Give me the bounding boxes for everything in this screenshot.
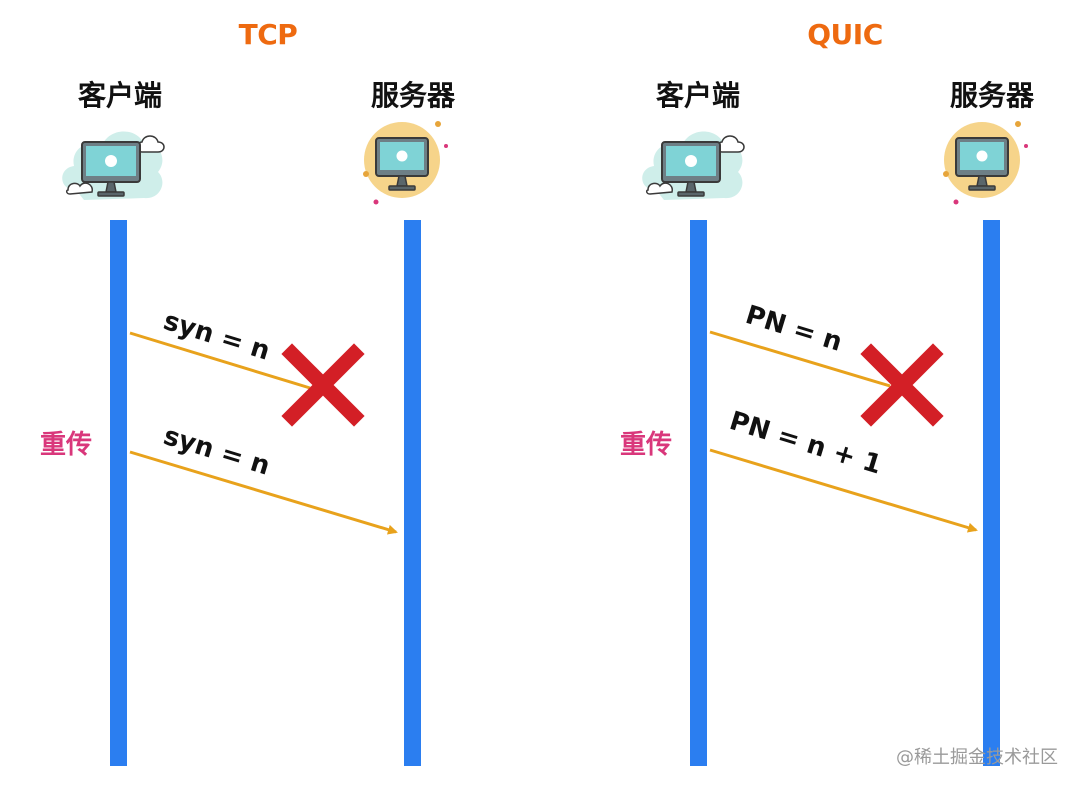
quic-retransmit-label: 重传 xyxy=(620,430,673,460)
quic-retransmit-arrow xyxy=(709,448,978,533)
tcp-lost-x-icon xyxy=(281,343,365,427)
tcp-retransmit-arrow xyxy=(129,450,398,535)
quic-lost-arrow xyxy=(709,330,891,388)
quic-server-label: 服务器 xyxy=(949,79,1034,112)
quic-server-timeline xyxy=(983,220,1000,766)
quic-client-label: 客户端 xyxy=(655,79,740,112)
tcp-server-timeline xyxy=(404,220,421,766)
quic-first-message-label: PN = n xyxy=(742,300,846,358)
quic-lost-x-icon xyxy=(860,343,944,427)
quic-client-timeline xyxy=(690,220,707,766)
watermark: @稀土掘金技术社区 xyxy=(896,747,1058,768)
quic-title: QUIC xyxy=(807,18,883,51)
tcp-retransmit-label: 重传 xyxy=(40,430,93,460)
tcp-title: TCP xyxy=(238,18,298,51)
tcp-server-label: 服务器 xyxy=(370,79,455,112)
tcp-first-message-label: syn = n xyxy=(160,306,273,367)
tcp-client-label: 客户端 xyxy=(77,79,162,112)
server-computer-icon xyxy=(363,121,448,205)
quic-second-message-label: PN = n + 1 xyxy=(726,406,885,481)
tcp-client-timeline xyxy=(110,220,127,766)
client-computer-icon xyxy=(642,131,745,200)
tcp-lost-arrow xyxy=(129,331,311,390)
server-computer-icon xyxy=(943,121,1028,205)
client-computer-icon xyxy=(62,131,165,200)
tcp-second-message-label: syn = n xyxy=(160,421,273,482)
